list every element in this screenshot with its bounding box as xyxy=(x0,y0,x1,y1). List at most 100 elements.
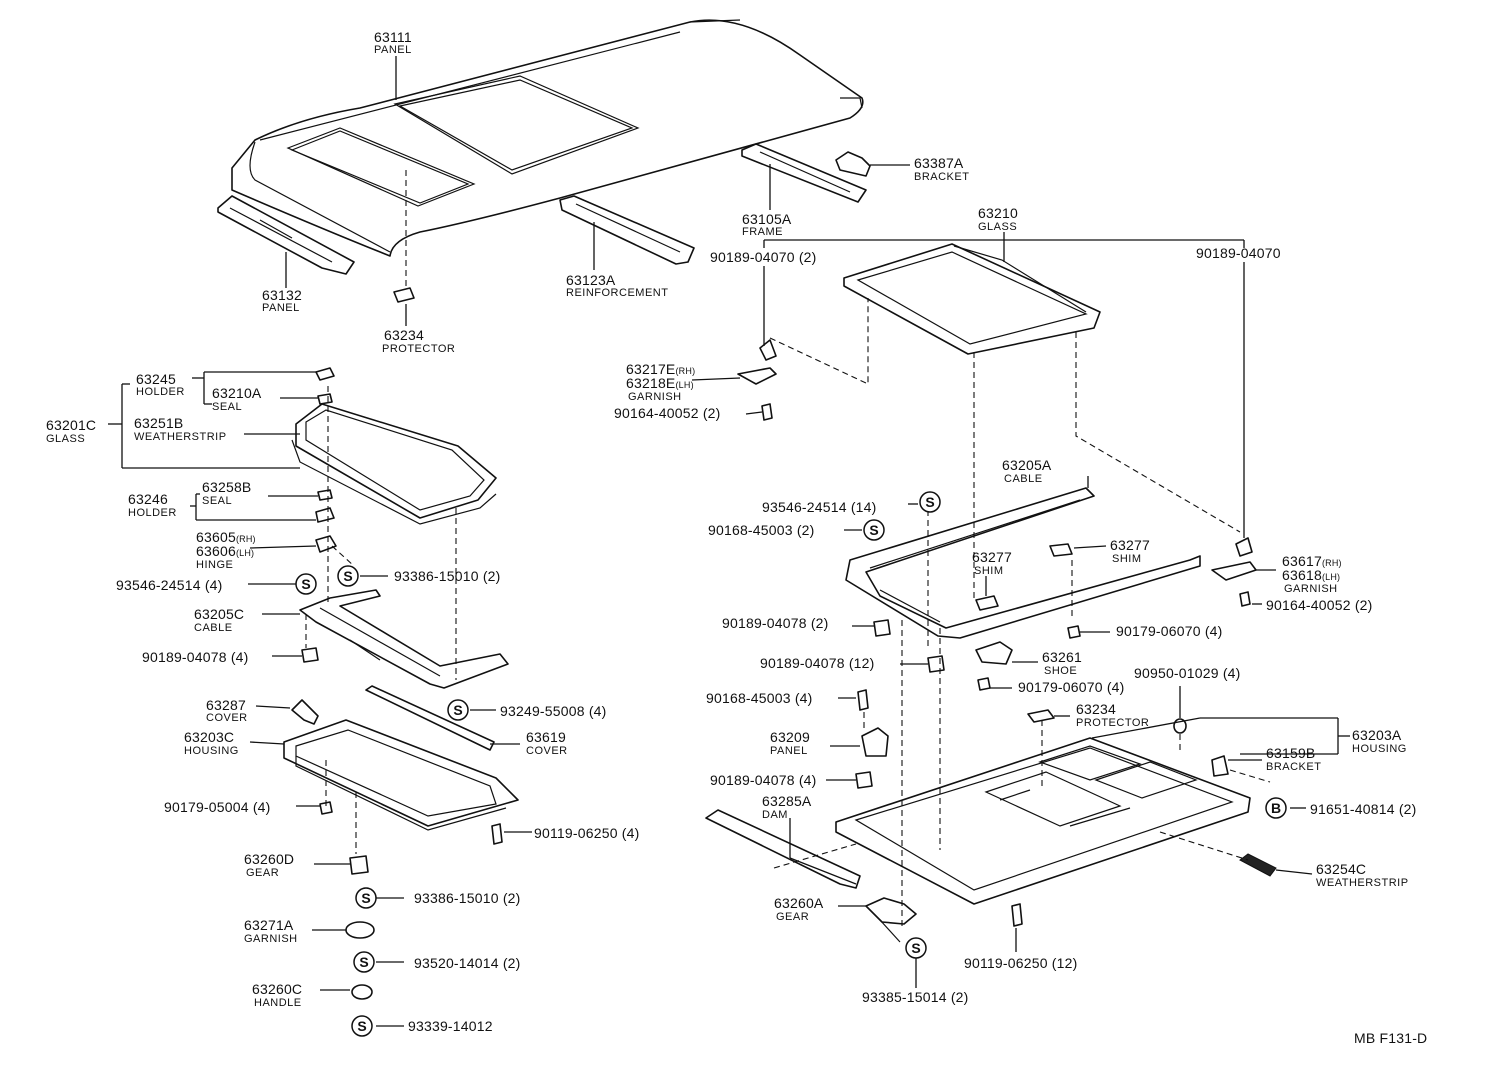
label-63210-num: 63210 xyxy=(978,205,1018,221)
label-63234b-name: PROTECTOR xyxy=(1076,717,1149,729)
label-63246-num: 63246 xyxy=(128,491,168,507)
gear-63260A-shape xyxy=(865,897,917,943)
protector-63234-shape xyxy=(393,287,415,303)
roof-panel-drawing xyxy=(231,19,864,257)
label-63105A-num: 63105A xyxy=(742,211,792,227)
label-63261-num: 63261 xyxy=(1042,649,1082,665)
s-symbol-93546-24514-b: S xyxy=(919,491,941,513)
svg-text:S: S xyxy=(869,522,878,538)
label-93339-14012: 93339-14012 xyxy=(408,1018,493,1034)
label-90164-40052b: 90164-40052 (2) xyxy=(1266,597,1373,613)
label-93520-14014: 93520-14014 (2) xyxy=(414,955,521,971)
label-63251B-num: 63251B xyxy=(134,415,183,431)
holder-63246-shape xyxy=(315,507,335,523)
label-91651-40814: 91651-40814 (2) xyxy=(1310,801,1417,817)
svg-text:S: S xyxy=(343,568,352,584)
shoe-63261-shape xyxy=(975,641,1013,665)
leader-right-dash-1 xyxy=(769,298,869,385)
label-63261-name: SHOE xyxy=(1044,665,1077,677)
hinge-63605-shape xyxy=(315,535,337,553)
svg-text:B: B xyxy=(1271,800,1281,816)
label-63387A-name: BRACKET xyxy=(914,171,969,183)
labels: 63111 PANEL 63387A BRACKET 63105A FRAME … xyxy=(46,29,1427,1046)
b-symbol-91651-40814: B xyxy=(1265,797,1287,819)
label-63260C-num: 63260C xyxy=(252,981,302,997)
screw-90179-05004 xyxy=(319,801,333,815)
label-63111-name: PANEL xyxy=(374,44,412,56)
label-63234a-num: 63234 xyxy=(384,327,424,343)
label-63254C-num: 63254C xyxy=(1316,861,1366,877)
label-63205C-name: CABLE xyxy=(194,622,233,634)
label-90189-04078c: 90189-04078 (12) xyxy=(760,655,875,671)
label-90189-04078a: 90189-04078 (4) xyxy=(142,649,249,665)
label-90179-06070b: 90179-06070 (4) xyxy=(1018,679,1125,695)
label-63285A-name: DAM xyxy=(762,809,788,821)
label-63210A-num: 63210A xyxy=(212,385,262,401)
label-63203A-name: HOUSING xyxy=(1352,743,1407,755)
label-63111-num: 63111 xyxy=(374,29,412,45)
leader-lines xyxy=(108,56,1350,1027)
cover-63287-shape xyxy=(291,699,319,725)
label-63260D-name: GEAR xyxy=(246,867,279,879)
label-63201C-name: GLASS xyxy=(46,433,85,445)
label-63159B-num: 63159B xyxy=(1266,745,1315,761)
label-63618-name: GARNISH xyxy=(1284,583,1338,595)
label-63606-num: 63606(LH) xyxy=(196,543,254,559)
label-63260C-name: HANDLE xyxy=(254,997,302,1009)
label-63619-num: 63619 xyxy=(526,729,566,745)
screw-90164-40052-left xyxy=(761,403,773,421)
label-63619-name: COVER xyxy=(526,745,568,757)
front-panel-63132-shape xyxy=(217,195,355,275)
label-63210A-name: SEAL xyxy=(212,401,242,413)
label-63245-name: HOLDER xyxy=(136,386,185,398)
label-63254C-name: WEATHERSTRIP xyxy=(1316,877,1409,889)
label-90119-06250b: 90119-06250 (12) xyxy=(964,955,1077,971)
label-63201C-num: 63201C xyxy=(46,417,96,433)
label-63605-num: 63605(RH) xyxy=(196,529,256,545)
label-63618-num: 63618(LH) xyxy=(1282,567,1340,583)
label-63606-name: HINGE xyxy=(196,559,233,571)
label-63132-name: PANEL xyxy=(262,302,300,314)
label-63287-name: COVER xyxy=(206,712,248,724)
holder-63245-shape xyxy=(315,367,335,381)
label-90189-04070a: 90189-04070 (2) xyxy=(710,249,817,265)
label-63277a-name: SHIM xyxy=(974,565,1004,577)
svg-text:S: S xyxy=(361,890,370,906)
label-63159B-name: BRACKET xyxy=(1266,761,1321,773)
label-93386-15010b: 93386-15010 (2) xyxy=(414,890,521,906)
label-63205A-name: CABLE xyxy=(1004,473,1043,485)
gear-63260D-shape xyxy=(349,855,369,875)
diagram-code: MB F131-D xyxy=(1354,1030,1427,1046)
cover-63619-shape xyxy=(365,685,495,751)
label-63387A-num: 63387A xyxy=(914,155,964,171)
svg-text:S: S xyxy=(453,702,462,718)
s-symbol-93546-24514-a: S xyxy=(295,573,317,595)
label-63258B-num: 63258B xyxy=(202,479,251,495)
leader-right-dash-12 xyxy=(1159,831,1249,861)
label-63217E-num: 63217E(RH) xyxy=(626,361,695,377)
leader-right-dash-9 xyxy=(773,843,857,869)
s-symbol-90168-45003: S xyxy=(863,519,885,541)
label-93546-24514a: 93546-24514 (4) xyxy=(116,577,223,593)
weatherstrip-63254C-shape xyxy=(1239,853,1277,877)
garnish-63217E-shape xyxy=(737,339,777,385)
label-63277b-num: 63277 xyxy=(1110,537,1150,553)
handle-63260C-shape xyxy=(351,984,373,1000)
label-63132-num: 63132 xyxy=(262,287,302,303)
s-symbol-93386-15010-a: S xyxy=(337,565,359,587)
leader-right-dash-11 xyxy=(1229,769,1271,783)
bolt-90119-06250-right xyxy=(1011,903,1023,927)
label-90168-45003b: 90168-45003 (4) xyxy=(706,690,813,706)
dam-63285A-shape xyxy=(705,809,861,889)
label-63209-name: PANEL xyxy=(770,745,808,757)
label-93249-55008: 93249-55008 (4) xyxy=(500,703,607,719)
bolt-90119-06250-left xyxy=(491,823,503,845)
label-63218E-name: GARNISH xyxy=(628,391,682,403)
svg-text:S: S xyxy=(301,576,310,592)
seal-63258B-shape xyxy=(317,489,333,501)
garnish-63271A-shape xyxy=(345,921,375,939)
label-63260A-num: 63260A xyxy=(774,895,824,911)
shim-63277-a-shape xyxy=(975,595,999,611)
label-90189-04078b: 90189-04078 (2) xyxy=(722,615,829,631)
